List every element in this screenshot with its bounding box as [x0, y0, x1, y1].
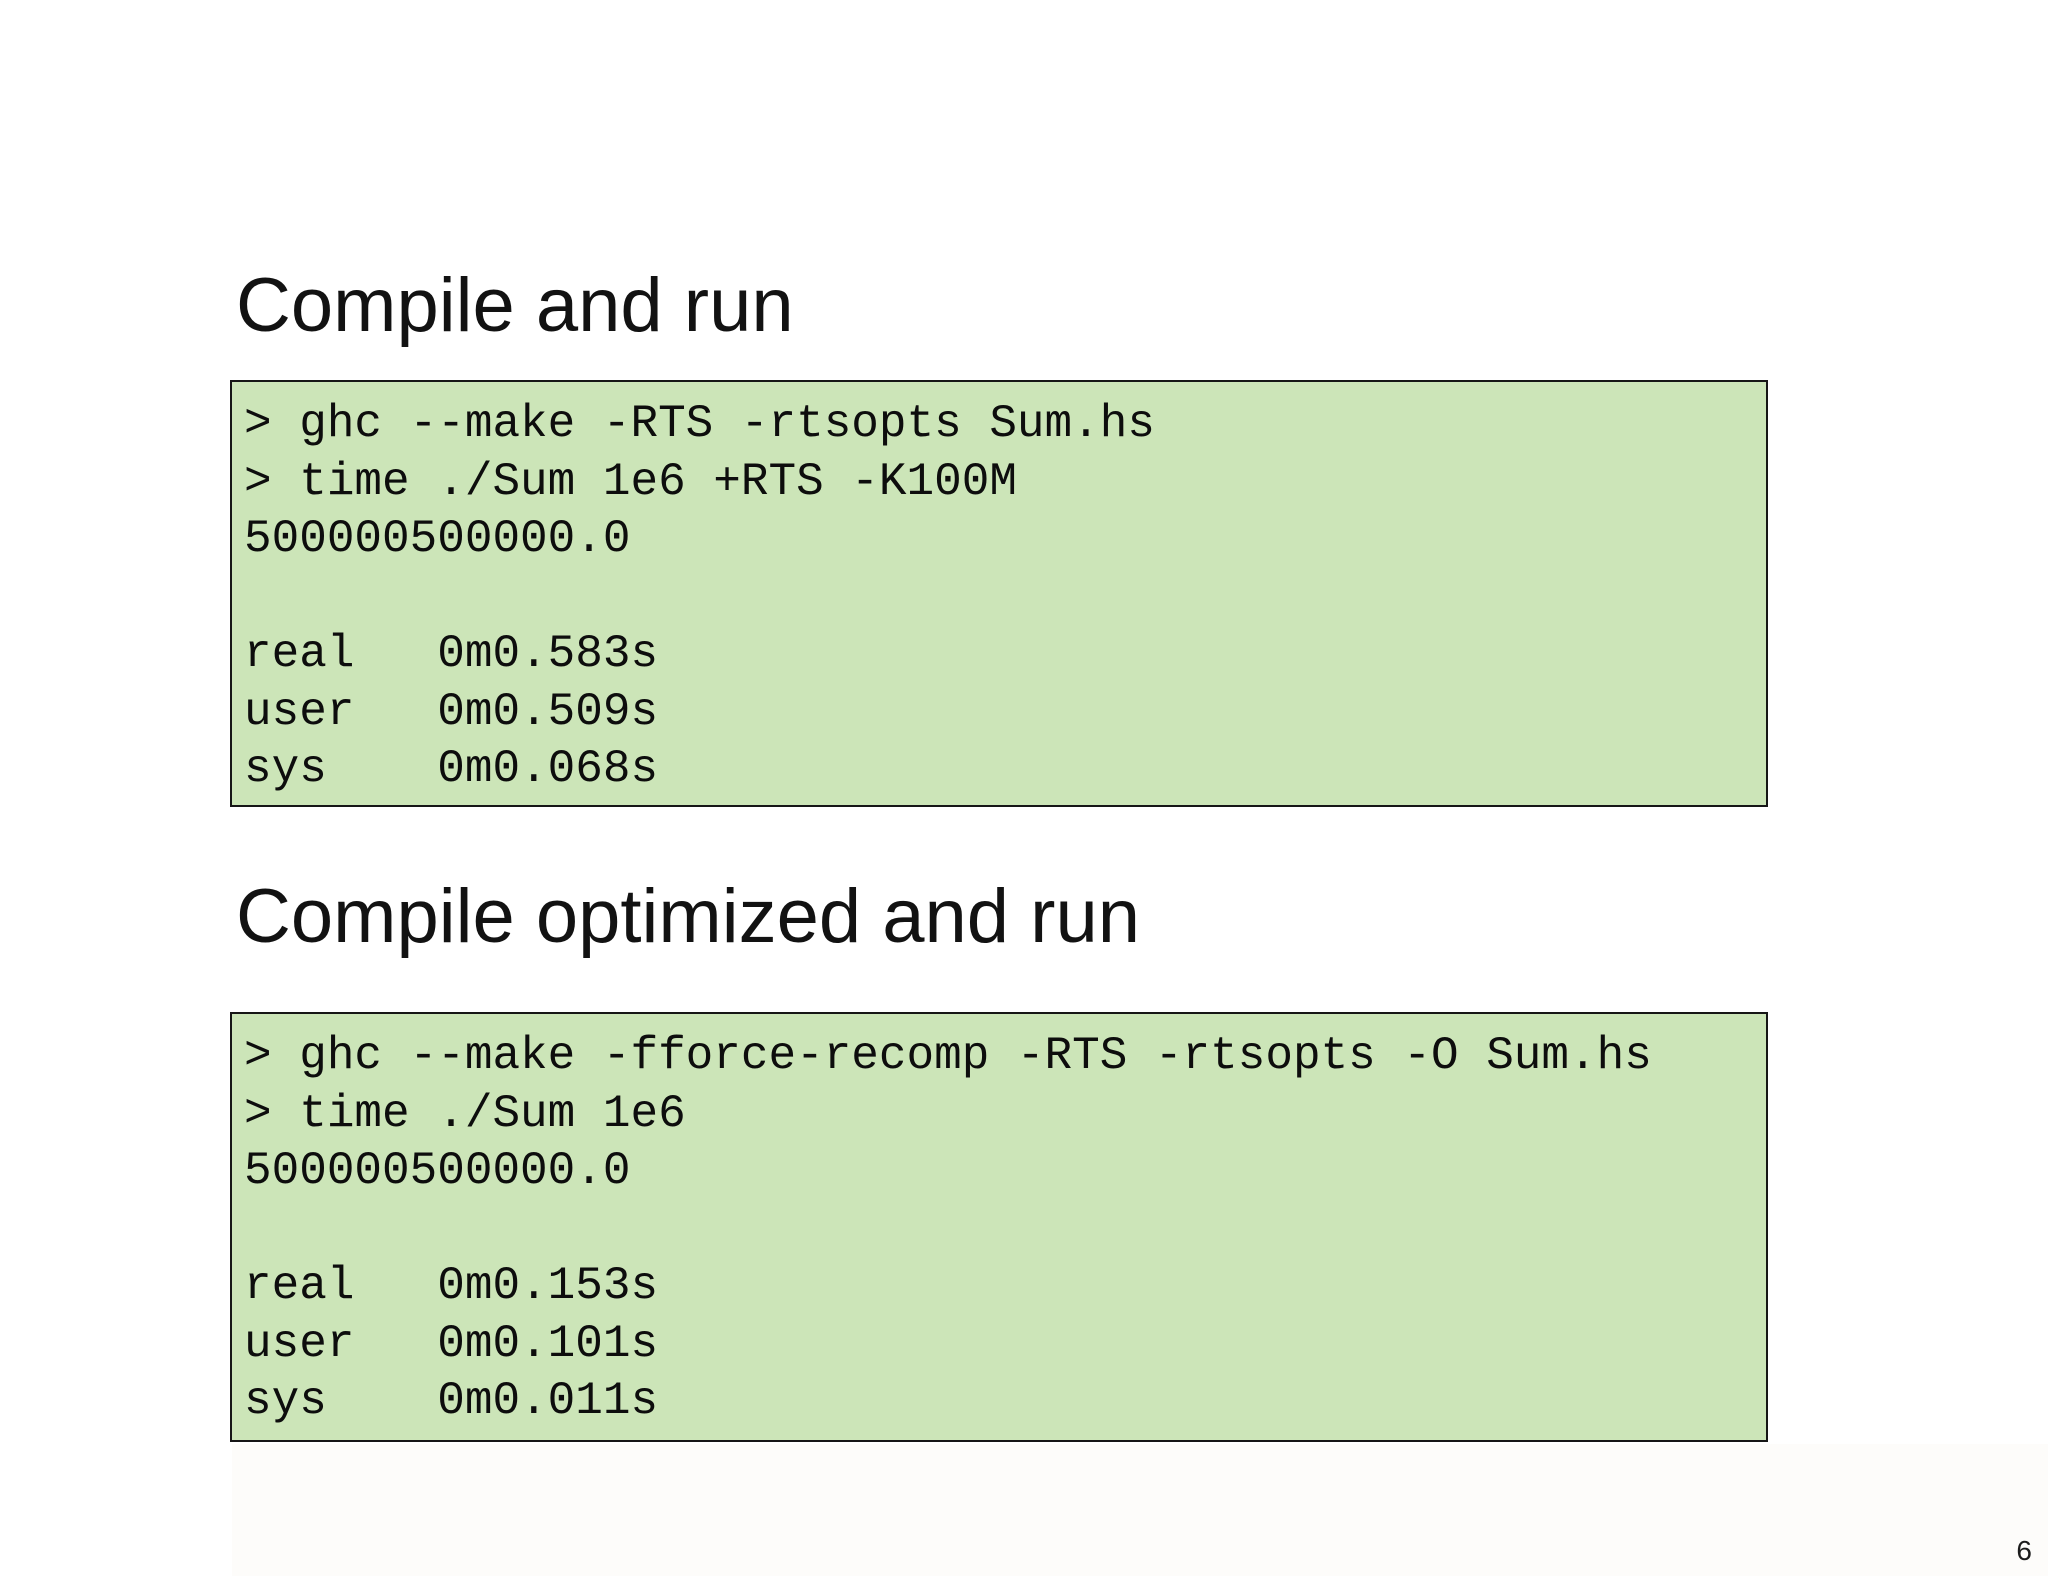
slide-bottom-edge: [232, 1444, 2048, 1576]
section-title: Compile and run: [236, 263, 794, 348]
terminal-output-block: > ghc --make -RTS -rtsopts Sum.hs > time…: [230, 380, 1768, 807]
section-title: Compile optimized and run: [236, 874, 1141, 959]
terminal-output-block: > ghc --make -fforce-recomp -RTS -rtsopt…: [230, 1012, 1768, 1442]
page-number: 6: [2016, 1535, 2032, 1566]
